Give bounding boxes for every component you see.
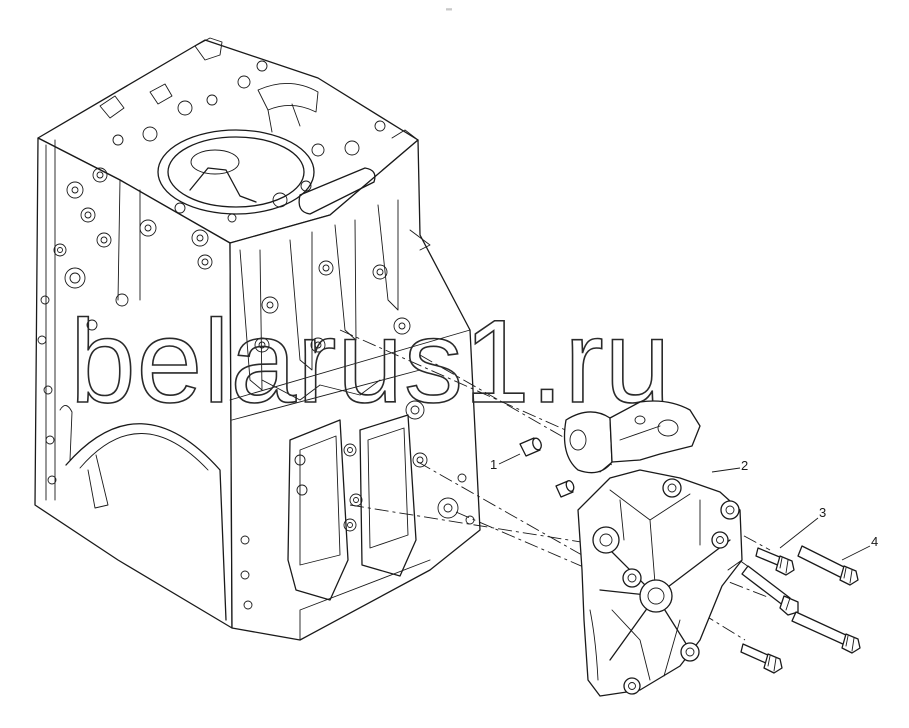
svg-text:4: 4: [871, 534, 878, 549]
bolt-long-3: [791, 611, 861, 654]
watermark: belarus1.ru: [70, 296, 671, 428]
dowel-pin-2: [555, 480, 575, 498]
engine-block: [34, 37, 481, 641]
alternator-bracket: [563, 400, 743, 697]
callout-1: 1: [490, 453, 521, 472]
bolt-long-1: [797, 545, 859, 586]
svg-text:2: 2: [741, 458, 748, 473]
bolt-short-2: [740, 643, 783, 674]
top-mark: ⁰⁰⁰: [446, 8, 452, 14]
callout-3: 3: [779, 505, 826, 549]
bolt-short-1: [755, 547, 795, 576]
svg-text:3: 3: [819, 505, 826, 520]
callout-4: 4: [841, 534, 878, 561]
bolt-long-2: [741, 565, 799, 616]
callout-2: 2: [711, 458, 748, 473]
svg-text:1: 1: [490, 457, 497, 472]
dowel-pin-1: [519, 437, 542, 457]
